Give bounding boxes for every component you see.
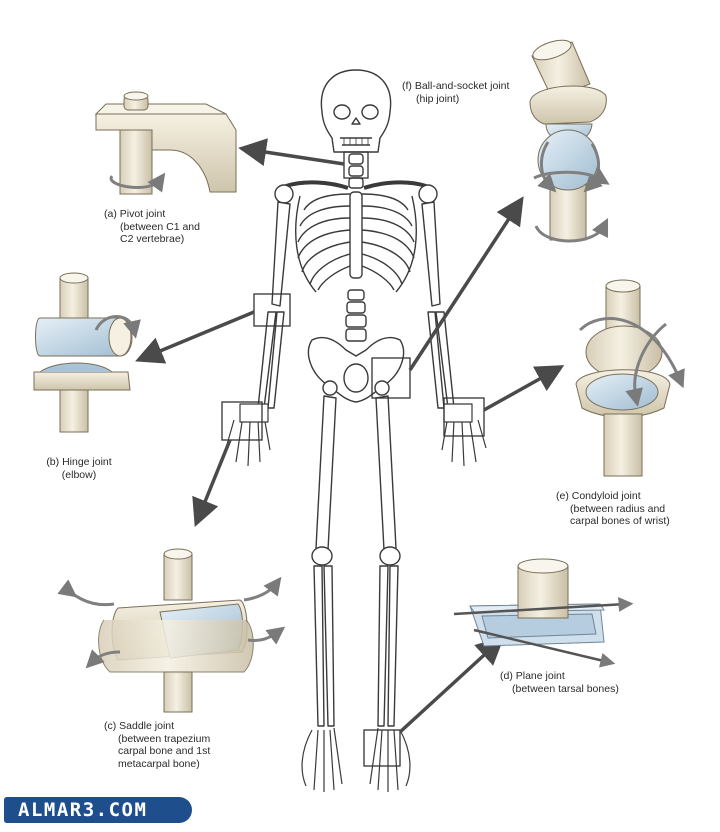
plane-caption-line-2: (between tarsal bones) — [512, 682, 619, 695]
pivot-caption-line-2: (between C1 and — [120, 220, 200, 233]
right-leg — [369, 395, 411, 792]
saddle-caption-line-4: metacarpal bone) — [118, 757, 200, 770]
plane-joint-model — [453, 558, 634, 668]
left-arm — [257, 184, 294, 409]
right-hand — [441, 403, 487, 467]
saddle-joint-model — [57, 548, 286, 713]
saddle-joint-caption: (c) Saddle joint (between trapezium carp… — [104, 720, 210, 770]
box-left-wrist — [221, 401, 263, 441]
ball-caption-line-2: (hip joint) — [416, 92, 460, 105]
hinge-caption-line-1: (b) Hinge joint — [46, 456, 112, 468]
saddle-caption-line-2: (between trapezium — [118, 732, 211, 745]
hinge-joint-model — [33, 272, 141, 433]
right-arm — [418, 184, 455, 409]
condyloid-joint-caption: (e) Condyloid joint (between radius and … — [556, 490, 670, 528]
box-hip — [371, 357, 411, 399]
ribcage — [295, 191, 417, 293]
pivot-caption-line-3: C2 vertebrae) — [120, 233, 185, 245]
pivot-caption-line-1: (a) Pivot joint — [104, 208, 166, 220]
box-right-wrist — [443, 397, 485, 437]
right-clavicle — [363, 180, 427, 190]
arrow-to-plane — [398, 636, 505, 734]
arrow-to-pivot — [238, 138, 345, 166]
pelvis — [307, 336, 405, 403]
box-foot — [363, 729, 401, 767]
plane-caption-line-1: (d) Plane joint — [500, 670, 565, 682]
pivot-joint-model — [94, 91, 237, 195]
condyloid-caption-line-3: carpal bones of wrist) — [570, 515, 670, 527]
skull — [320, 69, 392, 153]
saddle-caption-line-1: (c) Saddle joint — [104, 720, 175, 732]
arrow-to-ball — [408, 196, 524, 371]
condyloid-caption-line-1: (e) Condyloid joint — [556, 490, 641, 502]
ball-caption-line-1: (f) Ball-and-socket joint — [402, 80, 510, 92]
condyloid-joint-model — [575, 279, 685, 477]
box-elbow — [253, 293, 291, 327]
left-leg — [301, 395, 343, 792]
hinge-caption-line-2: (elbow) — [61, 468, 97, 481]
pivot-joint-caption: (a) Pivot joint (between C1 and C2 verte… — [104, 208, 200, 246]
left-hand — [225, 403, 271, 467]
callout-boxes — [221, 151, 485, 767]
pointer-arrows — [135, 138, 565, 734]
plane-joint-caption: (d) Plane joint (between tarsal bones) — [500, 670, 619, 695]
arrow-to-condyloid — [483, 365, 565, 412]
arrow-to-hinge — [135, 310, 255, 364]
watermark-logo: ALMAR3.COM — [4, 797, 192, 823]
saddle-caption-line-3: carpal bone and 1st — [118, 745, 211, 757]
box-neck — [343, 151, 369, 179]
ball-socket-joint-model — [529, 39, 610, 243]
left-clavicle — [285, 180, 349, 190]
condyloid-caption-line-2: (between radius and — [570, 502, 666, 515]
arrow-to-saddle — [192, 439, 232, 527]
hinge-joint-caption: (b) Hinge joint (elbow) — [36, 456, 122, 481]
ball-socket-joint-caption: (f) Ball-and-socket joint (hip joint) — [402, 80, 509, 105]
